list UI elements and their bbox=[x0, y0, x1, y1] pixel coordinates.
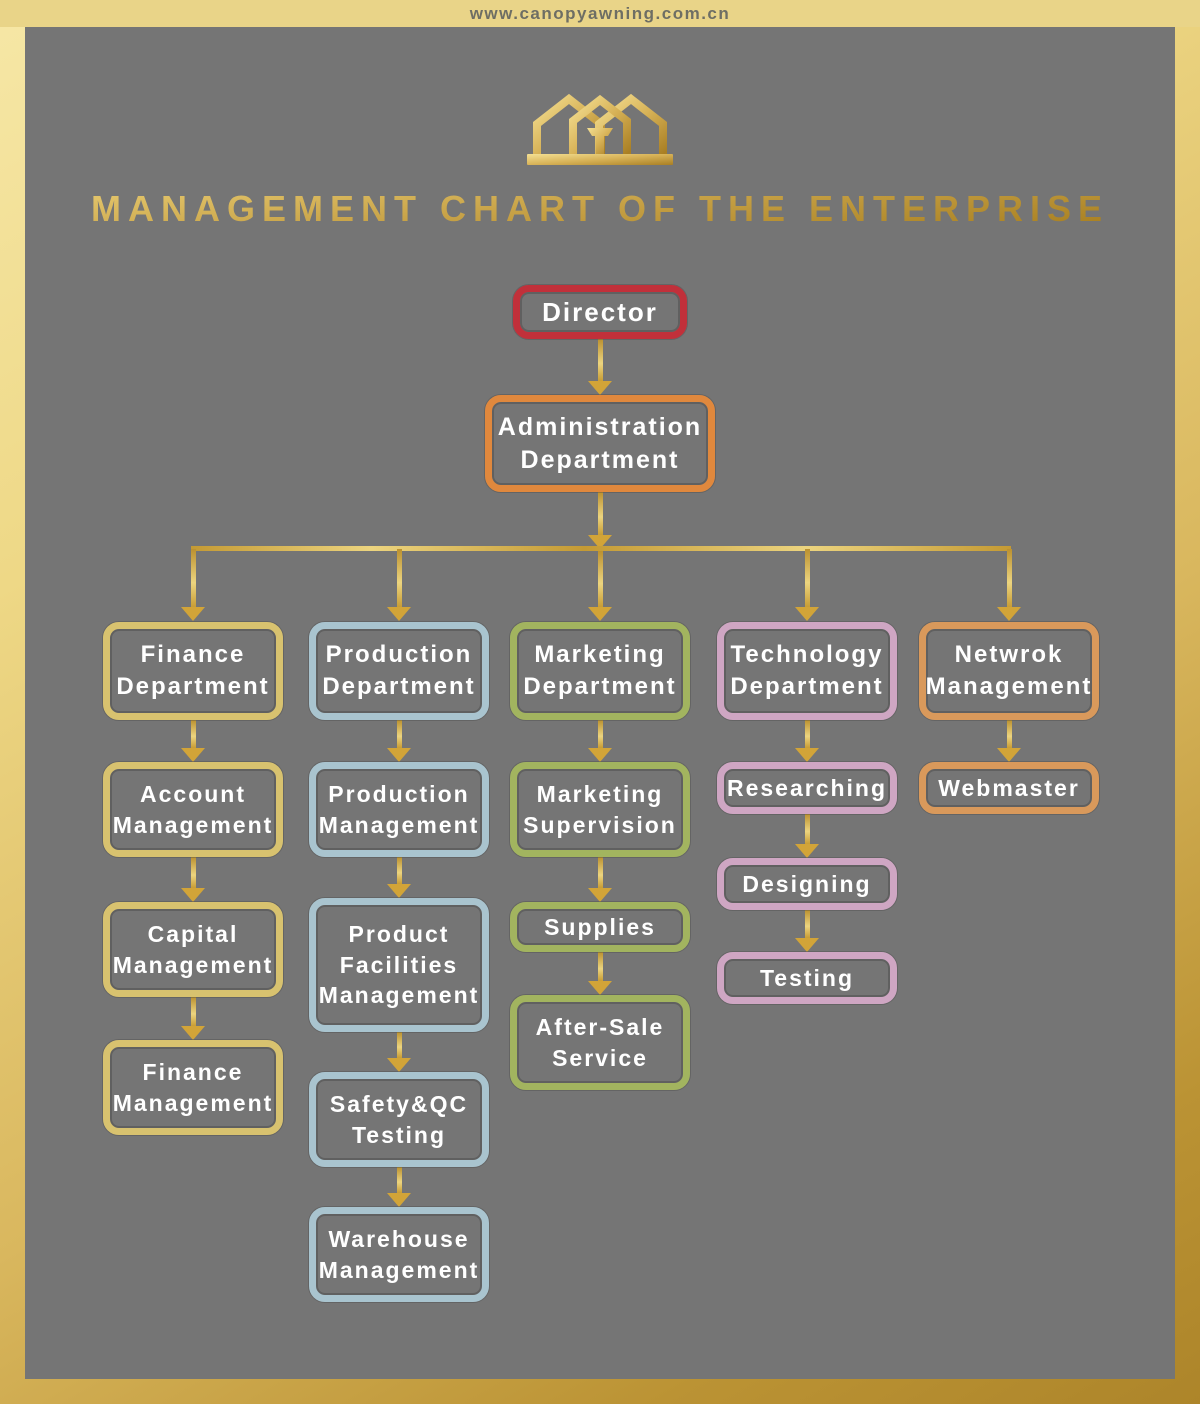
connector-arrow bbox=[587, 551, 613, 621]
node-warehouse-management: Warehouse Management bbox=[309, 1207, 489, 1302]
node-label: Capital Management bbox=[112, 921, 274, 978]
node-network-management: Netwrok Management bbox=[919, 622, 1099, 720]
connector-arrow bbox=[180, 549, 206, 621]
connector-arrow bbox=[996, 549, 1022, 621]
node-capital-management: Capital Management bbox=[103, 902, 283, 997]
connector-arrow bbox=[587, 857, 613, 902]
node-label: Researching bbox=[726, 774, 888, 801]
connector-arrow bbox=[386, 549, 412, 621]
node-designing: Designing bbox=[717, 858, 897, 910]
node-marketing-department: Marketing Department bbox=[510, 622, 690, 720]
node-webmaster: Webmaster bbox=[919, 762, 1099, 814]
connector-arrow bbox=[386, 857, 412, 898]
connector-arrow bbox=[794, 814, 820, 858]
connector-arrow bbox=[180, 857, 206, 902]
node-label: Finance Management bbox=[112, 1059, 274, 1116]
node-safety-qc-testing: Safety&QC Testing bbox=[309, 1072, 489, 1167]
node-label: Marketing Supervision bbox=[523, 781, 677, 838]
node-label: Designing bbox=[742, 870, 872, 897]
node-administration-department: Administration Department bbox=[485, 395, 715, 492]
connector-horizontal-line bbox=[191, 546, 1011, 551]
connector-arrow bbox=[996, 720, 1022, 762]
node-label: Testing bbox=[759, 964, 855, 991]
node-label: Supplies bbox=[544, 913, 656, 940]
connector-arrow bbox=[180, 997, 206, 1040]
node-production-department: Production Department bbox=[309, 622, 489, 720]
connector-arrow bbox=[386, 1167, 412, 1207]
node-label: Administration Department bbox=[497, 412, 703, 474]
node-product-facilities-management: Product Facilities Management bbox=[309, 898, 489, 1032]
banner-url-text: www.canopyawning.com.cn bbox=[469, 3, 731, 23]
node-testing: Testing bbox=[717, 952, 897, 1004]
chart-panel bbox=[25, 27, 1175, 1379]
connector-arrow bbox=[794, 910, 820, 952]
node-label: Webmaster bbox=[938, 774, 1080, 801]
node-finance-management: Finance Management bbox=[103, 1040, 283, 1135]
connector-arrow bbox=[587, 952, 613, 995]
url-banner: www.canopyawning.com.cn bbox=[0, 0, 1200, 27]
node-label: After-Sale Service bbox=[535, 1014, 665, 1071]
node-researching: Researching bbox=[717, 762, 897, 814]
connector-arrow bbox=[386, 1032, 412, 1072]
connector-arrow bbox=[180, 720, 206, 762]
connector-arrow bbox=[386, 720, 412, 762]
node-director: Director bbox=[513, 285, 687, 339]
node-label: Account Management bbox=[112, 781, 274, 838]
node-label: Technology Department bbox=[730, 641, 884, 700]
connector-arrow bbox=[794, 549, 820, 621]
canopy-house-logo-icon bbox=[525, 84, 675, 170]
node-label: Marketing Department bbox=[523, 641, 677, 700]
connector-arrow bbox=[587, 339, 613, 395]
node-technology-department: Technology Department bbox=[717, 622, 897, 720]
node-production-management: Production Management bbox=[309, 762, 489, 857]
node-label: Safety&QC Testing bbox=[329, 1091, 469, 1148]
node-supplies: Supplies bbox=[510, 902, 690, 952]
connector-arrow bbox=[794, 720, 820, 762]
page-title: MANAGEMENT CHART OF THE ENTERPRISE bbox=[0, 188, 1200, 230]
node-label: Finance Department bbox=[116, 641, 270, 700]
node-label: Production Management bbox=[318, 781, 480, 838]
connector-arrow bbox=[587, 720, 613, 762]
node-account-management: Account Management bbox=[103, 762, 283, 857]
node-label: Netwrok Management bbox=[925, 641, 1093, 700]
node-finance-department: Finance Department bbox=[103, 622, 283, 720]
node-label: Warehouse Management bbox=[318, 1226, 480, 1283]
node-label: Product Facilities Management bbox=[318, 921, 480, 1009]
node-label: Production Department bbox=[322, 641, 476, 700]
node-marketing-supervision: Marketing Supervision bbox=[510, 762, 690, 857]
node-label: Director bbox=[542, 296, 658, 327]
connector-arrow bbox=[587, 492, 613, 549]
node-after-sale-service: After-Sale Service bbox=[510, 995, 690, 1090]
